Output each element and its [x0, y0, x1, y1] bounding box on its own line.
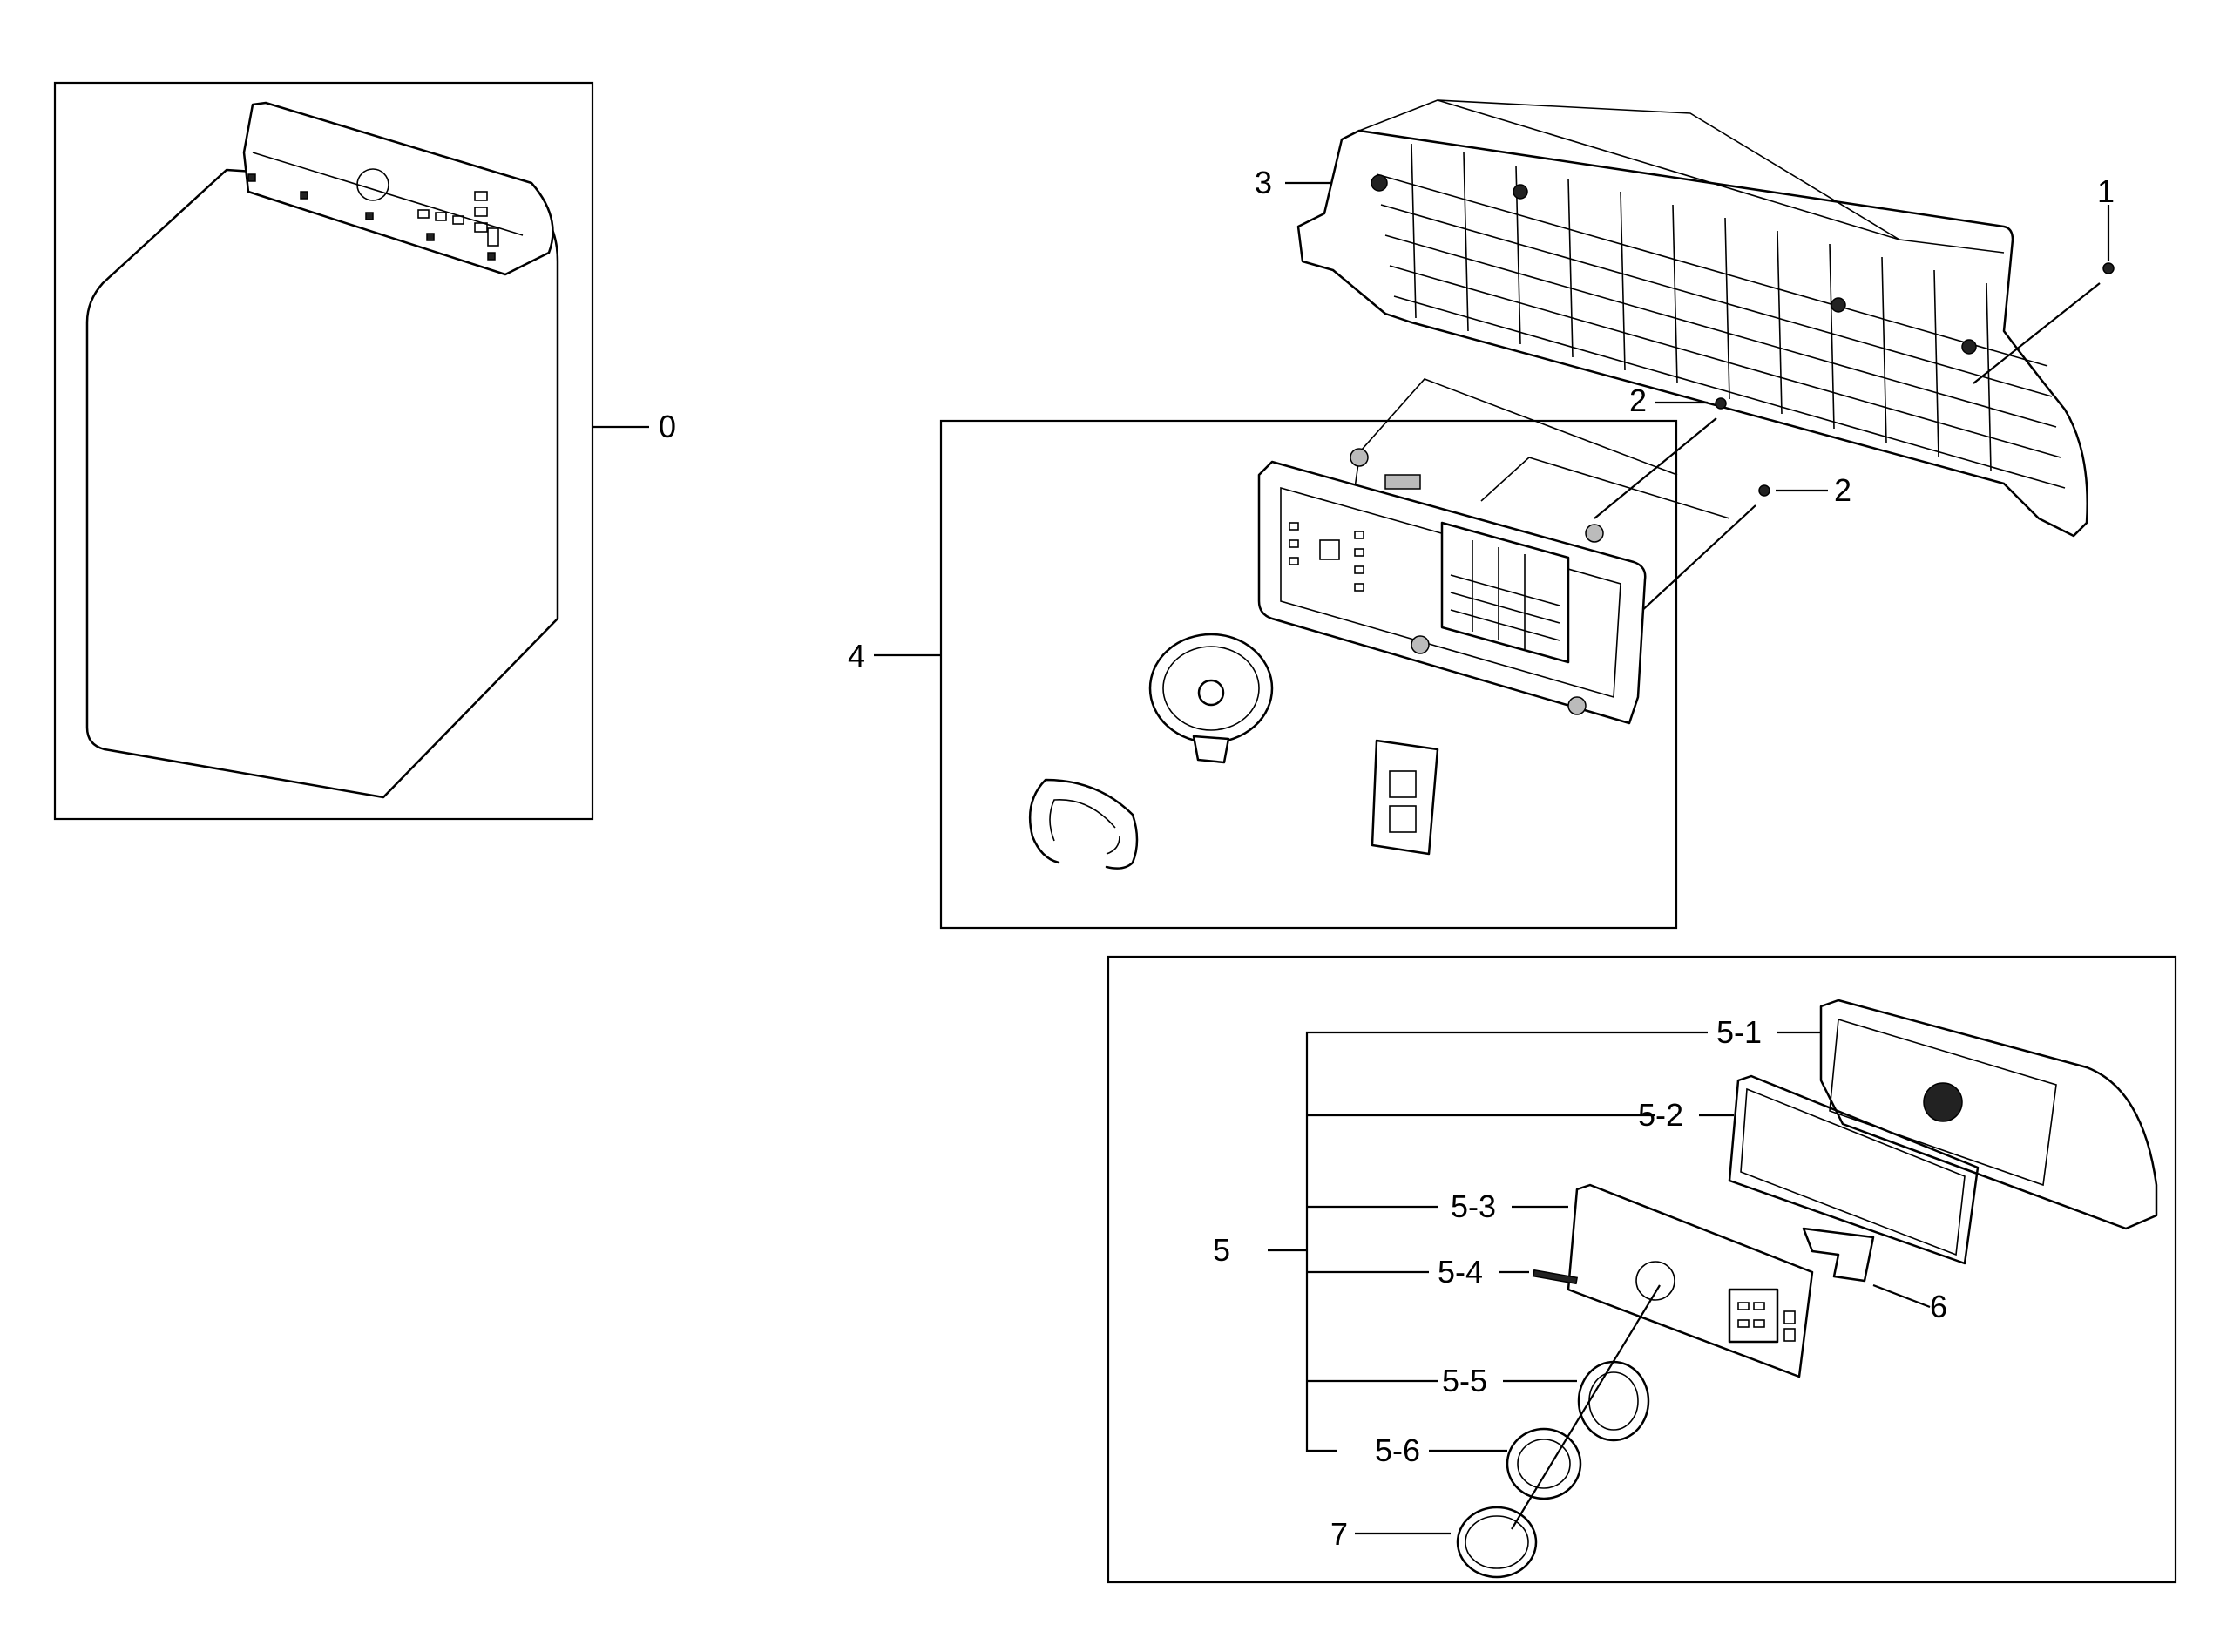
- pcb-c-ring: [1028, 778, 1139, 870]
- leader-2-upper-diag: [1594, 417, 1717, 519]
- label-5-3: 5-3: [1451, 1188, 1496, 1224]
- label-5: 5: [1213, 1232, 1230, 1268]
- assembly-0-frame: [53, 81, 594, 821]
- panel-tape-6: [1802, 1227, 1875, 1283]
- panel-gasket-inner: [1740, 1087, 1966, 1256]
- pcb-c-ring-inner: [1049, 798, 1120, 855]
- control-panel-knob-icon: [356, 168, 389, 201]
- leader-6: [1872, 1283, 1931, 1309]
- label-5-6: 5-6: [1375, 1432, 1420, 1468]
- panel-badge: [1532, 1269, 1579, 1285]
- assembly-4-group: 4: [848, 378, 1730, 930]
- assembly-5-group: 5 5-1 5-2 5-3 5-4 5-5: [1107, 955, 2177, 1584]
- rear-frame-top-edge-2: [1437, 99, 1900, 240]
- control-panel-top: [242, 101, 554, 276]
- knob-ring-5-6-inner: [1517, 1439, 1571, 1489]
- assembly-0-group: 0: [53, 81, 676, 821]
- leader-1-diagonal: [1973, 282, 2101, 384]
- label-7: 7: [1330, 1516, 1348, 1552]
- part-1-screw: 1: [1973, 173, 2115, 384]
- panel-housing-knob-hole: [1923, 1082, 1963, 1122]
- pcb-led-row: [1289, 522, 1364, 592]
- screw-2-lower-icon: [1758, 484, 1770, 497]
- panel-overlay: [1567, 1183, 1814, 1378]
- screw-1-icon: [2102, 262, 2115, 274]
- pcb-display-module: [1440, 521, 1570, 664]
- panel-housing: [1819, 999, 2158, 1230]
- control-panel-top-edge: [252, 152, 524, 236]
- screw-2-upper-icon: [1715, 397, 1727, 410]
- control-panel-buttons: [417, 191, 499, 247]
- label-5-5: 5-5: [1442, 1363, 1487, 1398]
- label-2-upper: 2: [1629, 383, 1647, 418]
- rear-frame-top-edge: [1358, 99, 2005, 254]
- leader-2-lower-diag: [1637, 504, 1756, 615]
- rear-frame-outline: [1296, 129, 2088, 538]
- panel-overlay-knob-ring: [1635, 1261, 1675, 1301]
- rear-frame-grid: [1376, 143, 2066, 489]
- leader-7-axis: [1511, 1284, 1661, 1530]
- panel-overlay-display: [1728, 1288, 1779, 1344]
- knob-7: [1456, 1506, 1538, 1579]
- label-3: 3: [1255, 165, 1272, 200]
- label-0: 0: [659, 409, 676, 444]
- lid-hinge-tabs: [247, 173, 496, 261]
- pcb-guide-lines: [1354, 378, 1730, 519]
- knob-7-face: [1465, 1515, 1529, 1569]
- label-4: 4: [848, 638, 865, 674]
- assembly-4-frame: [939, 419, 1678, 930]
- panel-overlay-buttons: [1737, 1302, 1796, 1342]
- label-1: 1: [2097, 173, 2115, 209]
- label-6: 6: [1930, 1289, 1947, 1324]
- rear-frame-screw-bosses: [1371, 174, 1977, 355]
- assembly-5-frame: [1107, 955, 2177, 1584]
- part-2-screws: 2 2: [1594, 383, 1851, 615]
- panel-gasket: [1728, 1074, 1980, 1265]
- pcb-mount-tabs: [1350, 448, 1604, 715]
- leader-5-bracket: [1268, 1031, 1655, 1452]
- pcb-rotary-switch: [1148, 633, 1274, 764]
- panel-housing-window: [1829, 1018, 2057, 1187]
- label-5-4: 5-4: [1438, 1254, 1483, 1290]
- label-2-lower: 2: [1834, 472, 1851, 508]
- label-5-1: 5-1: [1716, 1014, 1762, 1050]
- part-3-rear-frame: 3: [1255, 99, 2088, 538]
- label-5-2: 5-2: [1638, 1097, 1683, 1133]
- pcb-switch-block: [1371, 739, 1439, 856]
